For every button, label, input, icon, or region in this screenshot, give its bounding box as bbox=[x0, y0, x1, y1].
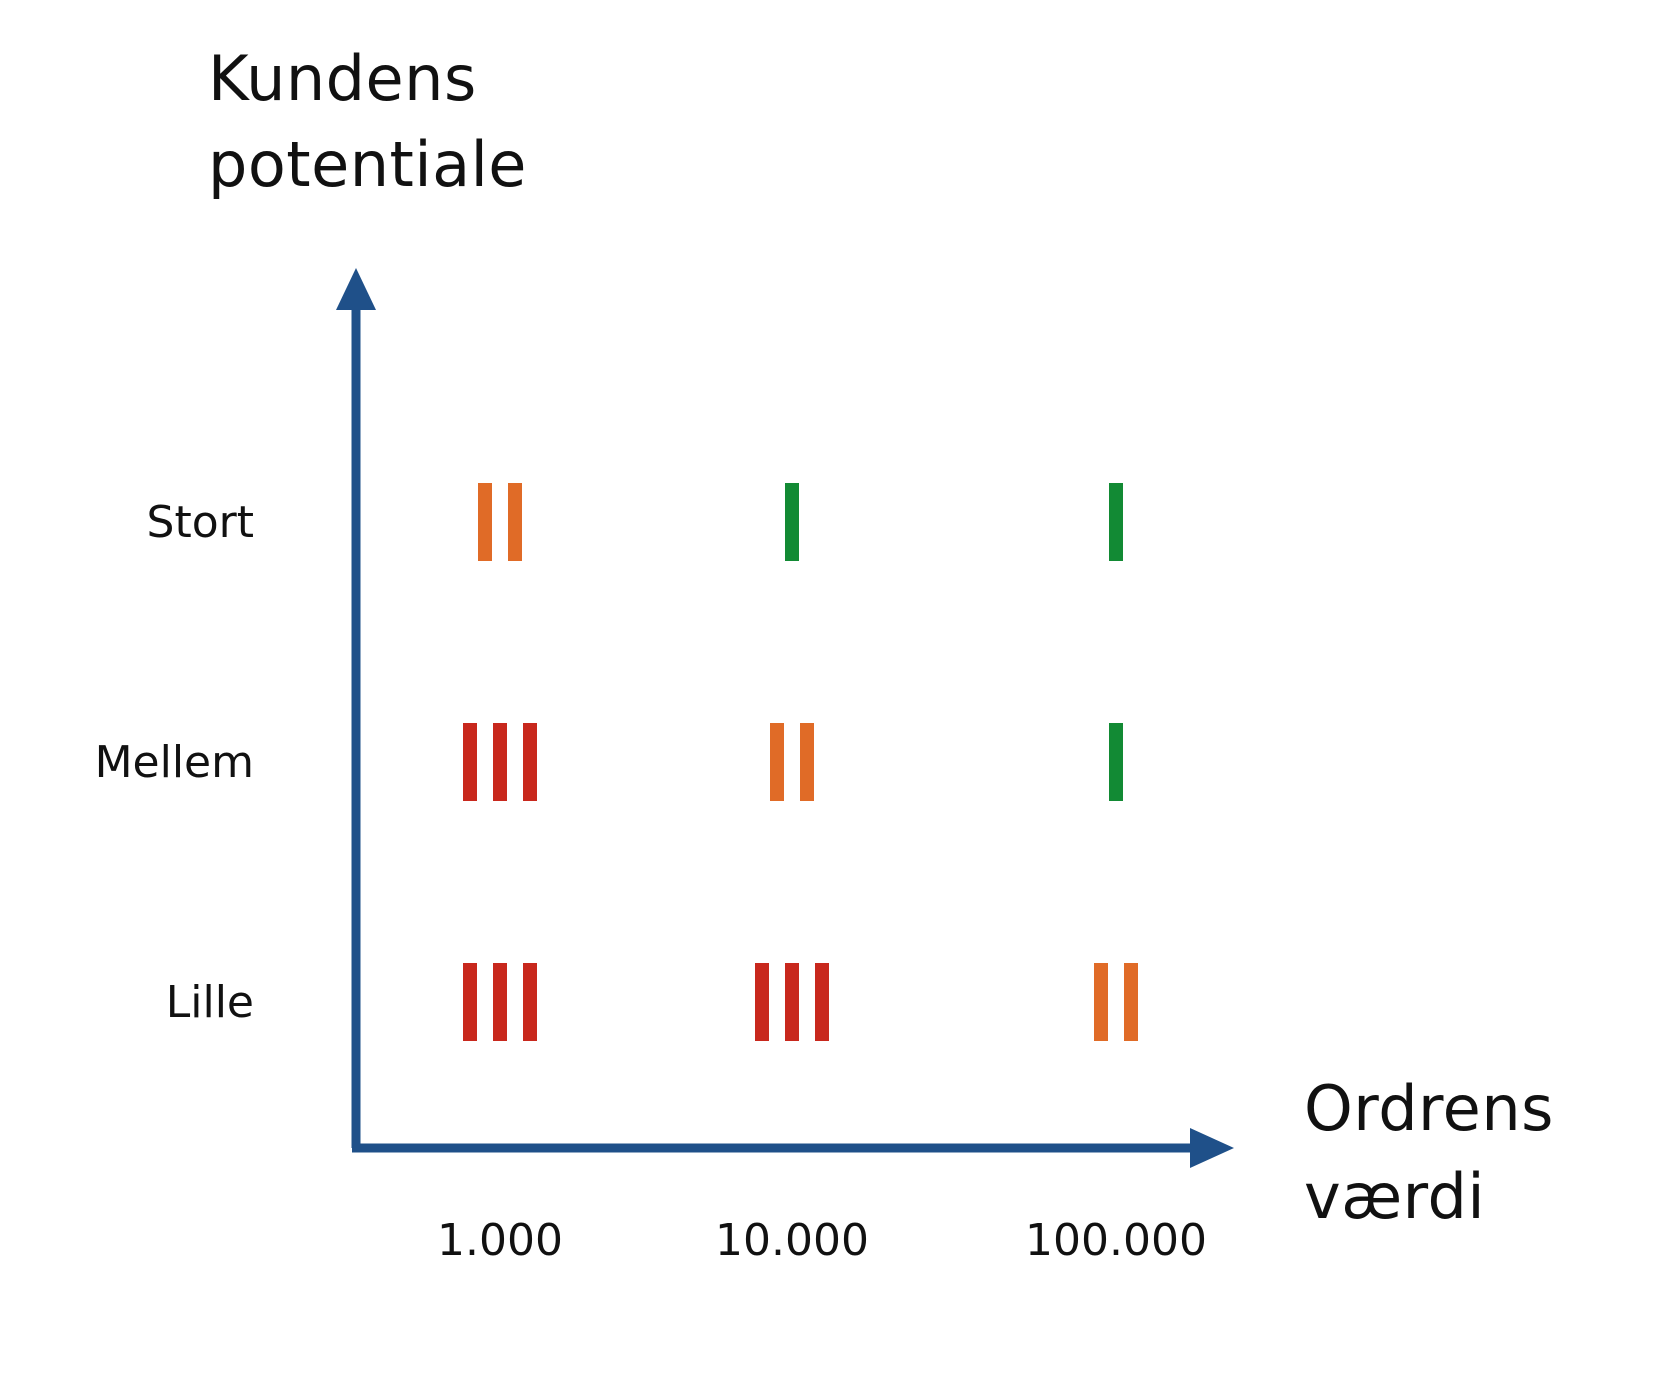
column-label-1000: 1.000 bbox=[437, 1215, 563, 1266]
tally-mark-r2-c1-1 bbox=[785, 963, 799, 1041]
row-label-lille: Lille bbox=[165, 977, 254, 1028]
tally-mark-r2-c2-0 bbox=[1094, 963, 1108, 1041]
row-label-stort: Stort bbox=[146, 497, 254, 548]
tally-mark-r0-c1-0 bbox=[785, 483, 799, 561]
tally-mark-r0-c0-1 bbox=[508, 483, 522, 561]
column-label-10000: 10.000 bbox=[715, 1215, 869, 1266]
x-axis-title-line-1: Ordrens bbox=[1304, 1072, 1554, 1145]
x-axis-title-line-2: værdi bbox=[1304, 1160, 1486, 1233]
tally-mark-r2-c0-2 bbox=[523, 963, 537, 1041]
tally-mark-r1-c2-0 bbox=[1109, 723, 1123, 801]
tally-mark-r1-c1-0 bbox=[770, 723, 784, 801]
tally-marks bbox=[463, 483, 1138, 1041]
tally-mark-r2-c1-2 bbox=[815, 963, 829, 1041]
x-axis-arrowhead bbox=[1190, 1128, 1234, 1168]
y-axis-title-line-1: Kundens bbox=[208, 42, 477, 115]
axes bbox=[336, 268, 1234, 1168]
tally-mark-r0-c2-0 bbox=[1109, 483, 1123, 561]
column-label-100000: 100.000 bbox=[1025, 1215, 1207, 1266]
tally-mark-r1-c0-0 bbox=[463, 723, 477, 801]
tally-mark-r1-c0-1 bbox=[493, 723, 507, 801]
tally-mark-r1-c0-2 bbox=[523, 723, 537, 801]
tally-mark-r2-c0-0 bbox=[463, 963, 477, 1041]
row-label-mellem: Mellem bbox=[94, 737, 254, 788]
tally-mark-r2-c0-1 bbox=[493, 963, 507, 1041]
tally-mark-r1-c1-1 bbox=[800, 723, 814, 801]
y-axis-arrowhead bbox=[336, 268, 376, 310]
y-axis-title-line-2: potentiale bbox=[208, 128, 527, 201]
tally-mark-r2-c1-0 bbox=[755, 963, 769, 1041]
tally-mark-r2-c2-1 bbox=[1124, 963, 1138, 1041]
tally-mark-r0-c0-0 bbox=[478, 483, 492, 561]
